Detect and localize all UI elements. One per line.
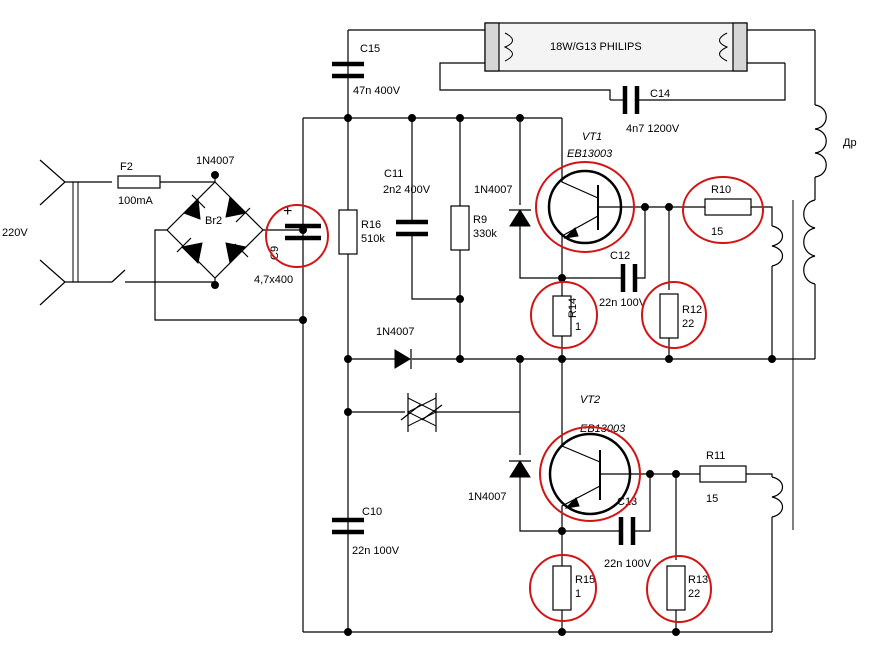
r13-value: 22 xyxy=(688,588,700,600)
r16-ref: R16 xyxy=(361,219,381,231)
choke-label: Др xyxy=(843,137,857,149)
resistor-r16: R16 510k xyxy=(338,209,385,255)
mains-label: 220V xyxy=(2,227,28,239)
capacitor-c15: C15 47n 400V xyxy=(332,29,460,97)
fluorescent-lamp: 18W/G13 PHILIPS xyxy=(439,22,815,100)
capacitor-c14: C14 4n7 1200V xyxy=(610,63,786,135)
r9-ref: R9 xyxy=(473,214,487,226)
vt1-type: EB13003 xyxy=(567,148,613,160)
c11-value: 2n2 400V xyxy=(383,184,431,196)
c12-ref: C12 xyxy=(610,250,630,262)
highlight-r12 xyxy=(641,281,707,349)
r16-value: 510k xyxy=(361,233,385,245)
capacitor-c11: C11 2n2 400V xyxy=(383,118,460,300)
lamp-label: 18W/G13 PHILIPS xyxy=(550,41,642,53)
c9-ref: C9 xyxy=(269,246,281,260)
r12-ref: R12 xyxy=(682,304,702,316)
highlight-vt1 xyxy=(535,161,635,253)
c13-value: 22n 100V xyxy=(604,558,652,570)
r10-ref: R10 xyxy=(711,184,731,196)
capacitor-c9: + C9 4,7x400 xyxy=(254,203,321,286)
bridge-diode-type: 1N4007 xyxy=(196,155,235,167)
choke-dr: Др xyxy=(792,30,857,530)
d-mid-type: 1N4007 xyxy=(376,326,415,338)
c9-polarity: + xyxy=(283,203,292,220)
c9-value: 4,7x400 xyxy=(254,274,293,286)
junction-dots xyxy=(211,114,776,636)
r14-value: 1 xyxy=(575,321,581,333)
c10-value: 22n 100V xyxy=(352,545,400,557)
d-bot-type: 1N4007 xyxy=(468,491,507,503)
mains-input: 220V xyxy=(2,159,126,306)
c11-ref: C11 xyxy=(384,168,403,180)
highlight-r13 xyxy=(646,555,712,623)
c14-ref: C14 xyxy=(650,88,670,100)
diac xyxy=(348,393,520,432)
c15-ref: C15 xyxy=(360,43,380,55)
r12-value: 22 xyxy=(682,318,694,330)
c12-value: 22n 100V xyxy=(599,297,647,309)
highlight-marks xyxy=(265,161,764,623)
highlight-r14 xyxy=(530,281,598,349)
fuse-ref: F2 xyxy=(120,161,133,173)
r15-value: 1 xyxy=(575,588,581,600)
vt1-ref: VT1 xyxy=(582,131,602,143)
vt1-stage: 1N4007 VT1 EB13003 C12 22n 100V R10 15 R… xyxy=(474,118,784,359)
bridge-ref: Br2 xyxy=(205,215,222,227)
vt2-stage: 1N4007 VT2 EB13003 C13 22n 100V R11 15 R… xyxy=(468,359,784,632)
r9-value: 330k xyxy=(473,228,497,240)
fuse-f2: F2 100mA xyxy=(117,161,215,207)
c14-value: 4n7 1200V xyxy=(626,123,680,135)
highlight-c9 xyxy=(265,204,329,268)
resistor-r9: R9 330k xyxy=(450,118,497,359)
r13-ref: R13 xyxy=(688,574,708,586)
diode-middle: 1N4007 xyxy=(376,326,415,369)
r11-value: 15 xyxy=(706,493,718,505)
capacitor-c10: C10 22n 100V xyxy=(332,506,400,557)
r10-value: 15 xyxy=(711,226,723,238)
r15-ref: R15 xyxy=(575,574,595,586)
vt2-ref: VT2 xyxy=(580,394,600,406)
c15-value: 47n 400V xyxy=(353,85,401,97)
r14-ref: R14 xyxy=(567,298,579,318)
fuse-value: 100mA xyxy=(118,195,154,207)
bridge-rectifier: 1N4007 Br2 xyxy=(125,155,303,321)
highlight-r15 xyxy=(529,554,597,622)
highlight-r10 xyxy=(682,176,764,244)
d-top-type: 1N4007 xyxy=(474,184,513,196)
highlight-vt2 xyxy=(539,426,641,522)
c10-ref: C10 xyxy=(362,506,382,518)
r11-ref: R11 xyxy=(706,450,725,462)
